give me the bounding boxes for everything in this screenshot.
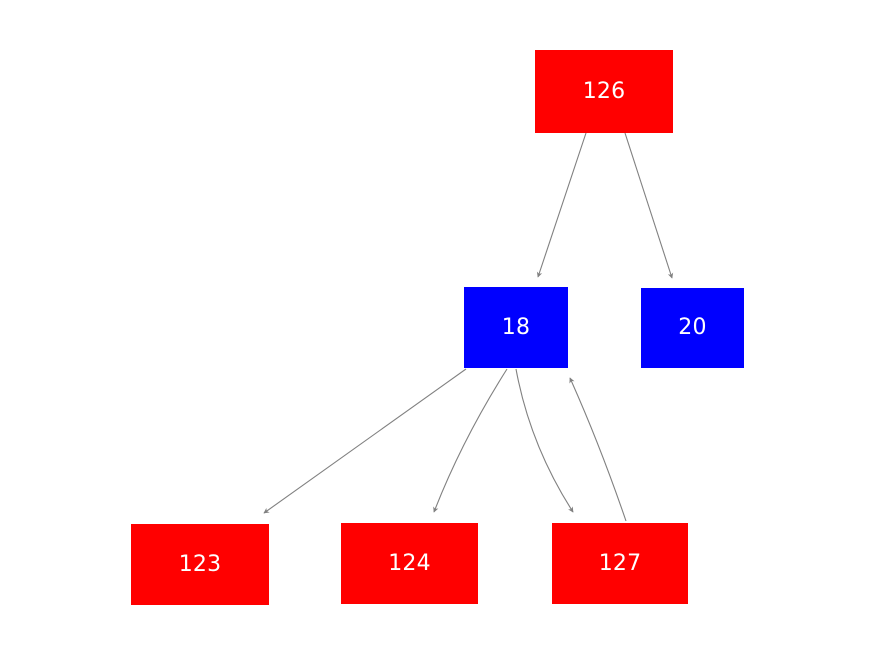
graph-node-127[interactable]: 127 [552,523,688,604]
graph-node-20[interactable]: 20 [641,288,744,368]
node-label: 18 [501,314,531,340]
node-label: 126 [582,78,626,104]
edge-127-18 [569,377,627,522]
node-label: 124 [388,550,431,576]
graph-node-124[interactable]: 124 [341,523,478,604]
node-label: 123 [178,551,222,577]
edge-126-20 [624,132,674,279]
graph-node-123[interactable]: 123 [131,524,269,605]
node-label: 20 [678,315,707,340]
edge-126-18 [536,132,587,278]
graph-node-126[interactable]: 126 [535,50,673,133]
edge-18-124 [433,368,508,513]
node-label: 127 [598,550,642,576]
edge-18-127 [515,368,574,513]
edge-18-123 [263,368,467,514]
graph-node-18[interactable]: 18 [464,287,568,368]
